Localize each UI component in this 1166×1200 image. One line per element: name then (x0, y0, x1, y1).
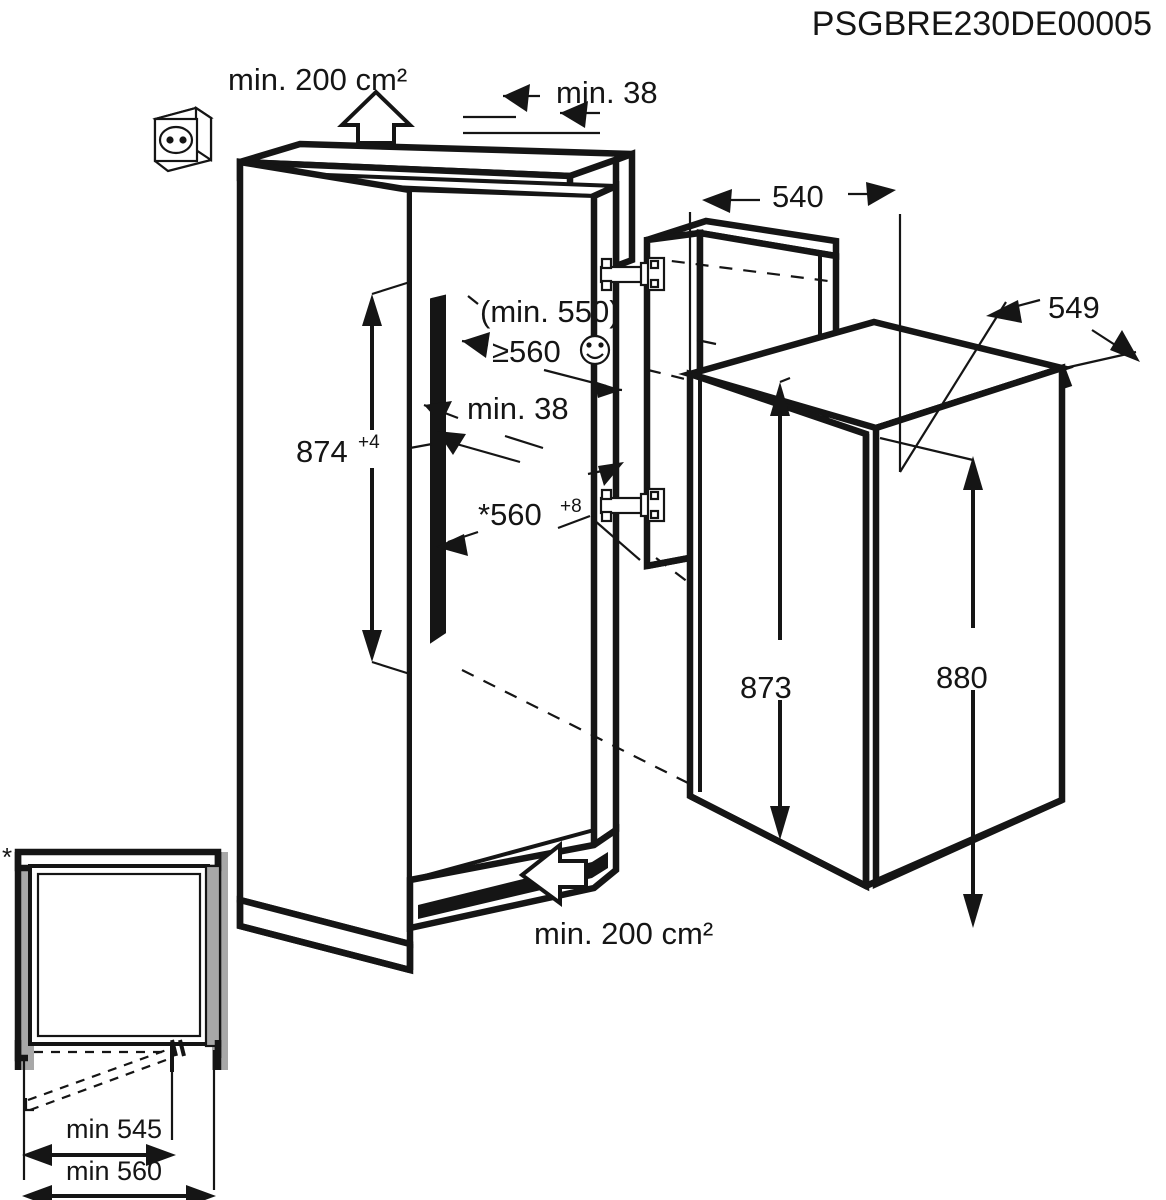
drawing-title: PSGBRE230DE00005 (812, 5, 1152, 43)
inset-min-560-label: min 560 (66, 1156, 162, 1186)
niche-height-dimension (362, 280, 411, 676)
niche-height-tolerance: +4 (358, 432, 380, 453)
ventilation-arrow-in-icon (518, 840, 588, 907)
ventilation-arrow-up-icon (337, 89, 415, 145)
smiley-face-icon (579, 334, 611, 366)
inset-star-marker: * (2, 842, 12, 872)
top-ventilation-label: min. 200 cm² (228, 62, 407, 97)
top-gap-label: min. 38 (556, 75, 658, 110)
appliance-total-height-dimension (879, 436, 983, 928)
appliance-top-depth-dimension (688, 182, 902, 472)
appliance-total-height-label: 880 (936, 660, 988, 695)
cabinet-housing (236, 140, 636, 975)
door-hinge-icon-bottom (599, 487, 666, 523)
door-hinge-icon (599, 256, 666, 292)
appliance-base-depth-dimension (899, 298, 1140, 473)
inset-plan-view: * (2, 842, 228, 1200)
niche-width-tolerance: +8 (560, 496, 582, 517)
niche-depth-bracket-label: (min. 550) (480, 294, 620, 329)
niche-width-label: *560 (478, 497, 542, 532)
appliance-top-depth-label: 540 (772, 179, 824, 214)
side-gap-label: min. 38 (467, 391, 569, 426)
bottom-ventilation-label: min. 200 cm² (534, 916, 713, 951)
appliance-body-height-dimension (770, 376, 791, 840)
niche-depth-label: ≥560 (492, 334, 561, 369)
appliance-body (678, 318, 1074, 892)
power-socket-icon (152, 105, 214, 173)
appliance-base-depth-label: 549 (1048, 290, 1100, 325)
niche-height-label: 874 (296, 434, 348, 469)
appliance-body-height-label: 873 (740, 670, 792, 705)
inset-min-545-label: min 545 (66, 1114, 162, 1144)
